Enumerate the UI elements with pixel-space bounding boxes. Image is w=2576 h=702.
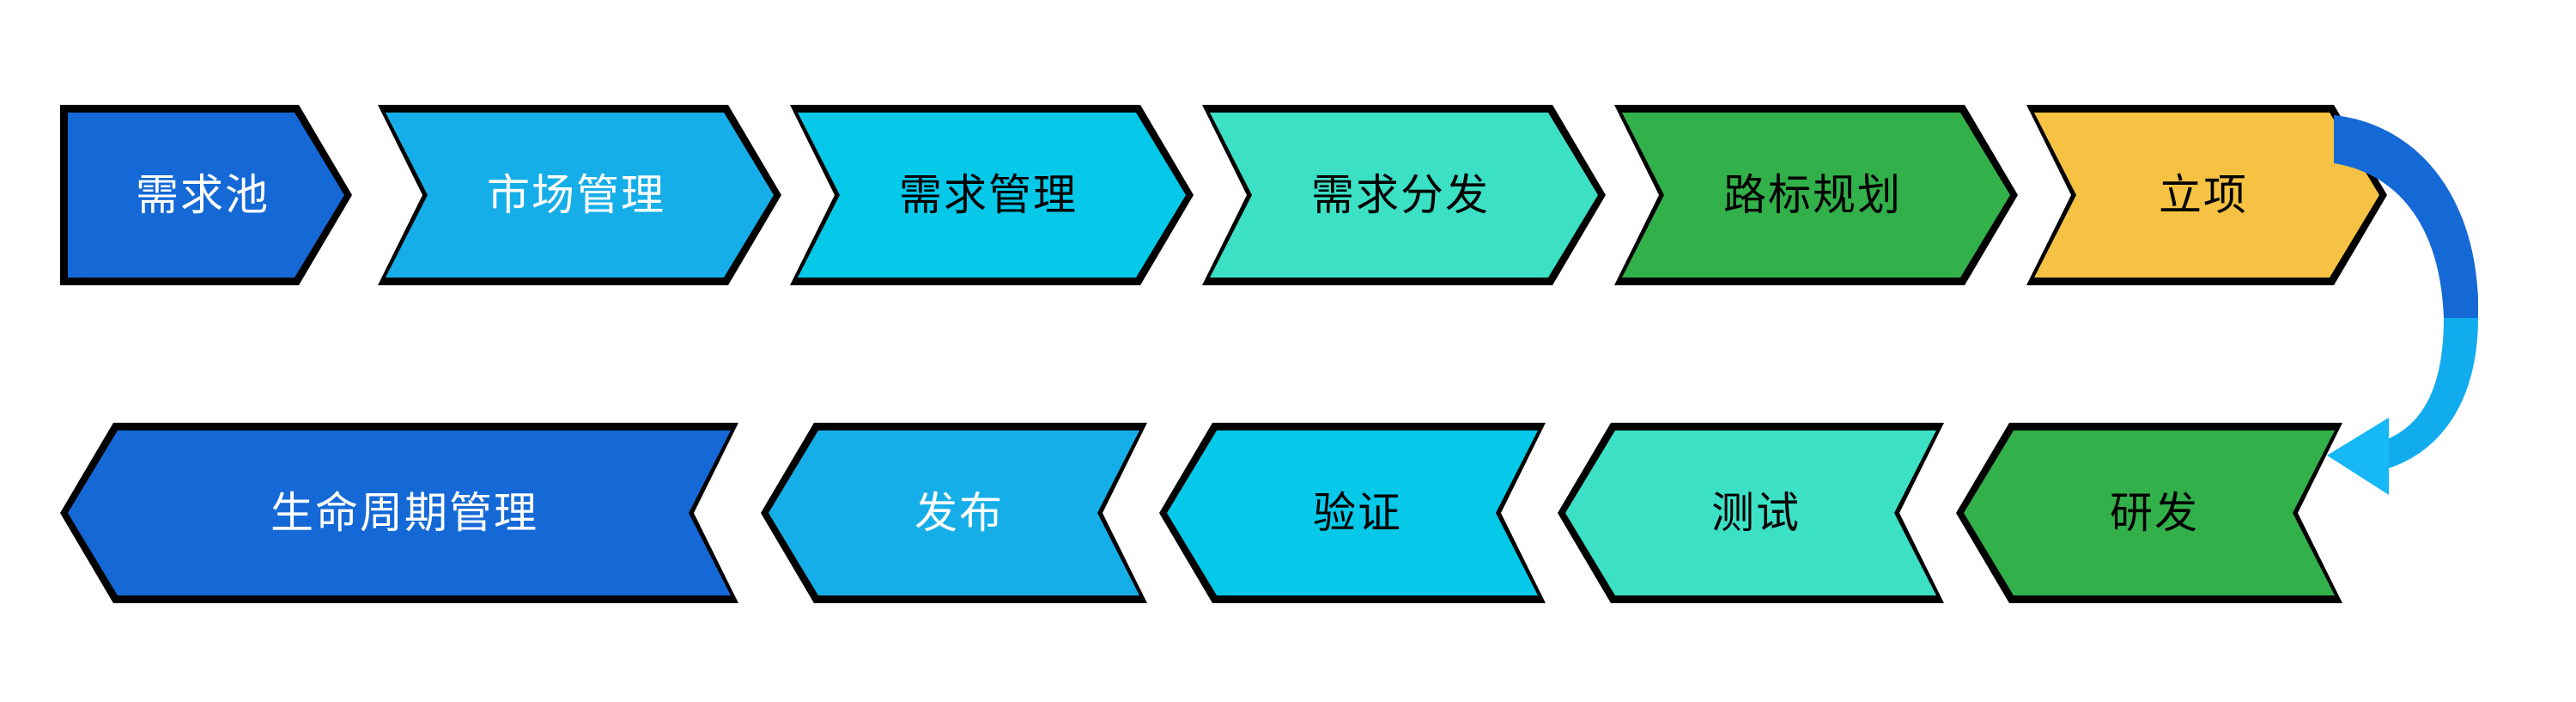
process-step-label: 研发 xyxy=(2110,489,2199,537)
process-step-12[interactable]: 生命周期管理 xyxy=(60,423,738,603)
chevron-fill xyxy=(798,113,1186,278)
chevron-gap xyxy=(1194,195,1202,196)
chevron-fill xyxy=(2034,113,2379,278)
process-step-2[interactable]: 市场管理 xyxy=(378,105,781,285)
process-step-11[interactable]: 发布 xyxy=(761,423,1147,603)
process-step-3[interactable]: 需求管理 xyxy=(790,105,1194,285)
chevron-fill xyxy=(1167,430,1538,595)
chevron-gap xyxy=(1944,513,1956,514)
loop-arrow-lower-stroke xyxy=(2380,318,2478,471)
chevron-gap xyxy=(1546,513,1558,514)
process-step-label: 生命周期管理 xyxy=(270,489,538,537)
process-step-label: 需求池 xyxy=(136,171,270,219)
chevron-gap xyxy=(1147,513,1159,514)
process-step-label: 需求分发 xyxy=(1311,171,1490,219)
chevron-fill xyxy=(1622,113,2010,278)
chevron-fill xyxy=(1210,113,1598,278)
process-step-label: 发布 xyxy=(914,489,1004,537)
chevron-fill xyxy=(1565,430,1936,595)
chevron-gap xyxy=(1606,195,1614,196)
chevron-fill xyxy=(769,430,1139,595)
process-row-return: 生命周期管理 发布 验证 测试 研发 xyxy=(60,423,2342,603)
process-step-label: 路标规划 xyxy=(1723,171,1902,219)
chevron-gap xyxy=(781,195,790,196)
process-row-forward: 需求池 市场管理 需求管理 需求分发 路标规划 xyxy=(60,105,2387,285)
chevron-fill xyxy=(1964,430,2335,595)
process-step-label: 验证 xyxy=(1313,489,1402,537)
process-step-4[interactable]: 需求分发 xyxy=(1202,105,1606,285)
process-step-6[interactable]: 立项 xyxy=(2026,105,2387,285)
process-step-10[interactable]: 验证 xyxy=(1159,423,1546,603)
process-step-label: 测试 xyxy=(1711,489,1801,537)
process-step-9[interactable]: 测试 xyxy=(1558,423,1944,603)
chevron-fill xyxy=(68,430,731,595)
process-step-label: 立项 xyxy=(2159,171,2248,219)
chevron-gap xyxy=(2018,195,2026,196)
process-step-1[interactable]: 需求池 xyxy=(60,105,352,285)
process-step-label: 需求管理 xyxy=(899,171,1078,219)
chevron-fill xyxy=(386,113,774,278)
chevron-fill xyxy=(68,113,344,278)
chevron-gap xyxy=(738,513,761,514)
chevron-gap xyxy=(352,195,378,196)
process-step-label: 市场管理 xyxy=(487,171,665,219)
process-step-8[interactable]: 研发 xyxy=(1956,423,2342,603)
process-step-5[interactable]: 路标规划 xyxy=(1614,105,2018,285)
